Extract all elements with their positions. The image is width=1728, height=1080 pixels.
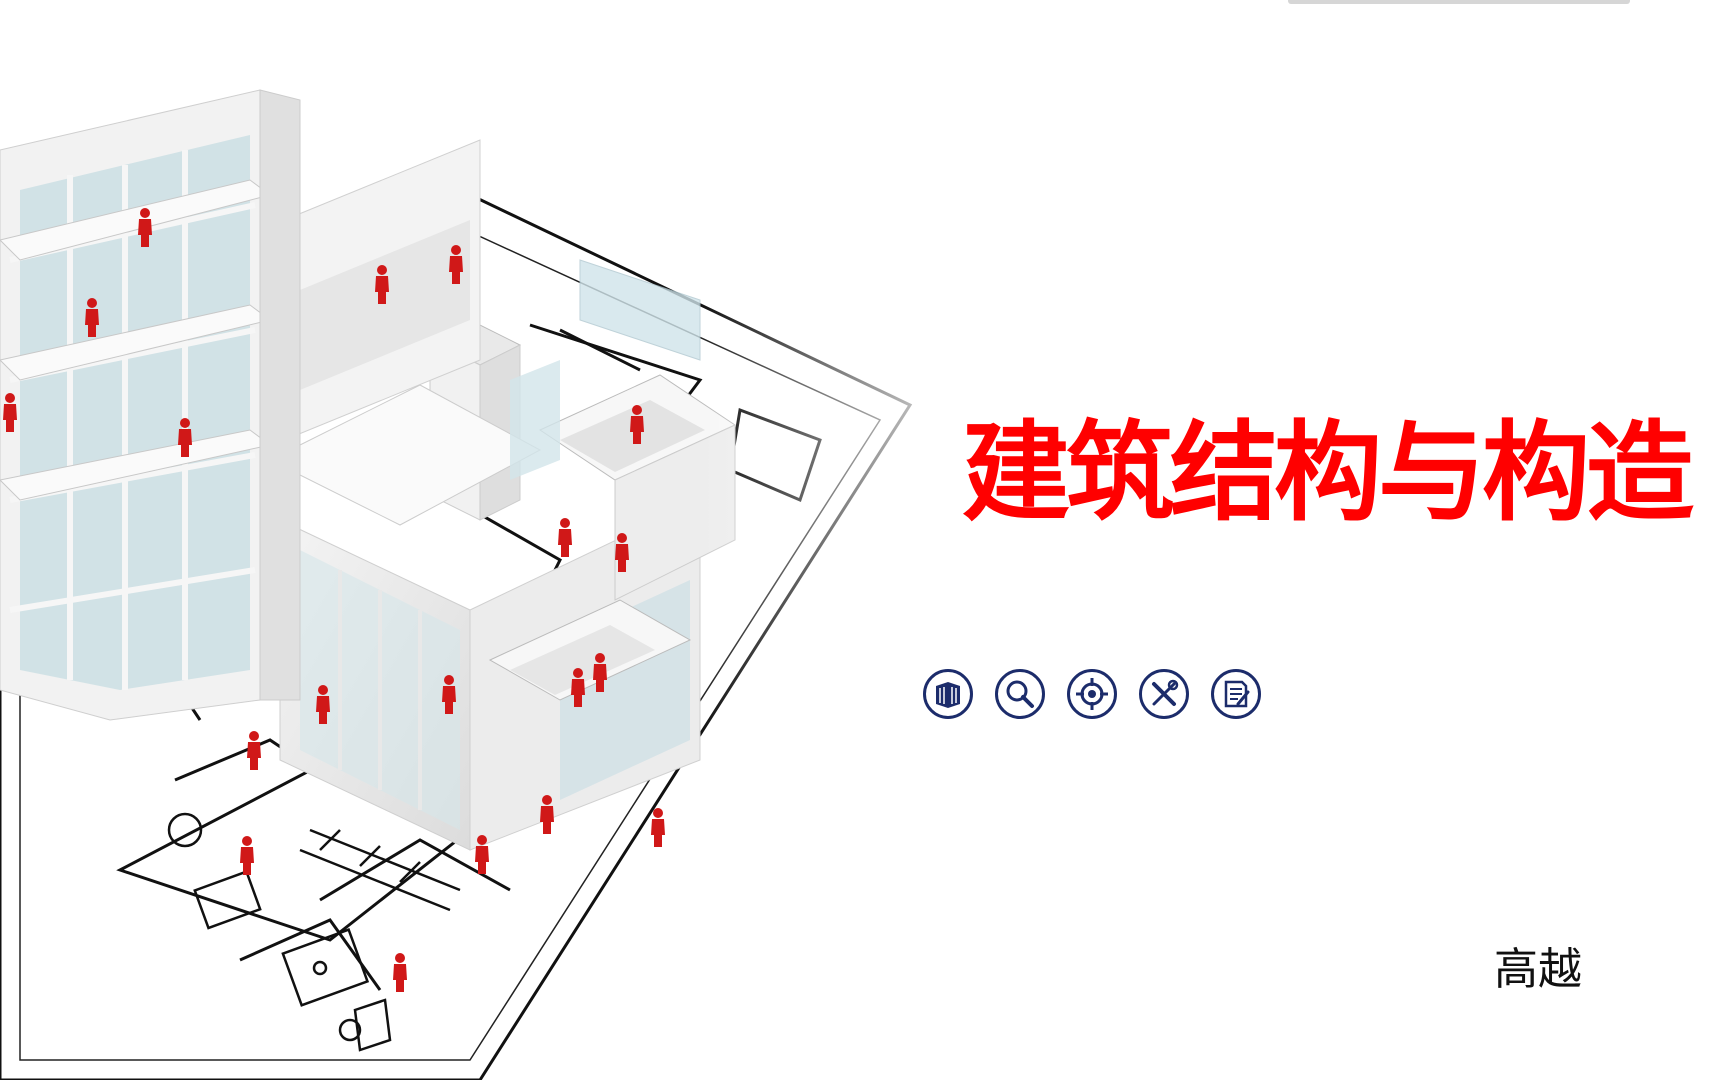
search-button[interactable]	[995, 669, 1045, 719]
slide-title: 建筑结构与构造	[962, 411, 1694, 536]
book-icon	[936, 682, 960, 708]
book-button[interactable]	[923, 669, 973, 719]
document-button[interactable]	[1211, 669, 1261, 719]
target-icon	[1076, 678, 1108, 710]
top-tab	[1288, 0, 1630, 4]
tools-button[interactable]	[1139, 669, 1189, 719]
document-icon	[1224, 680, 1250, 708]
target-button[interactable]	[1067, 669, 1117, 719]
magnifier-icon	[1006, 680, 1034, 708]
tools-icon	[1152, 679, 1179, 706]
author-name: 高越	[1494, 944, 1582, 995]
icon-row	[923, 669, 1261, 721]
building-model-illustration	[0, 0, 1000, 1080]
